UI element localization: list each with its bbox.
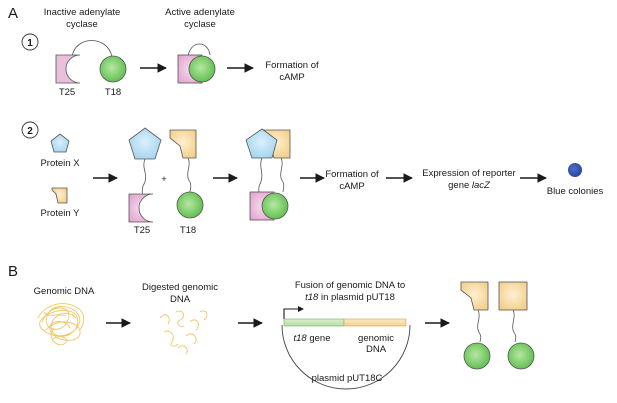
plasmid-pUT18C [281, 306, 411, 390]
genomic-dna-box-label-line2: DNA [366, 344, 387, 355]
step-1-number: 1 [27, 38, 33, 49]
plasmid-label: plasmid pUT18C [312, 373, 383, 384]
protein-x-label: Protein X [40, 158, 80, 169]
step-2-badge: 2 [21, 121, 39, 139]
inactive-adenylate-cyclase [55, 40, 127, 84]
digested-dna-icon [159, 310, 208, 355]
digested-label-line1: Digested genomic [142, 282, 218, 293]
fusion-product-2 [498, 281, 535, 370]
genomic-dna-icon [37, 303, 85, 346]
t18-gene-label: t18 gene [294, 333, 331, 344]
active-label-line1: Active adenylate [165, 7, 235, 18]
digested-label-line2: DNA [170, 294, 191, 305]
inactive-label-line1: Inactive adenylate [44, 7, 121, 18]
active-label-line2: cyclase [184, 19, 216, 30]
protein-x-t25-fusion [128, 127, 162, 223]
genomic-dna-box-label-line1: genomic [358, 333, 394, 344]
step2-result1-line1: Formation of [325, 169, 379, 180]
protein-x-icon [50, 133, 70, 153]
blue-colony-icon [568, 163, 582, 177]
plus-sign: + [161, 174, 167, 185]
step2-result2-line1: Expression of reporter [422, 168, 515, 179]
fusion-label-line1: Fusion of genomic DNA to [295, 280, 405, 291]
fusion-product-1 [460, 281, 491, 370]
inactive-label-line2: cyclase [66, 19, 98, 30]
active-adenylate-cyclase [177, 43, 216, 84]
step-1-badge: 1 [21, 33, 39, 51]
protein-y-t18-fusion [169, 129, 204, 219]
t18-label-1: T18 [105, 87, 121, 98]
step2-result1-line2: cAMP [339, 181, 364, 192]
protein-y-label: Protein Y [41, 208, 81, 219]
t25-domain [55, 54, 81, 84]
panel-b-label: B [8, 263, 18, 280]
interacting-complex [245, 128, 291, 221]
step1-result-line1: Formation of [265, 60, 319, 71]
t25-label-1: T25 [59, 87, 75, 98]
genomic-dna-label: Genomic DNA [34, 286, 95, 297]
step2-result2-line2: gene lacZ [448, 180, 491, 191]
protein-y-icon [51, 187, 68, 204]
t18-gene-box [283, 318, 345, 327]
step1-result-line2: cAMP [279, 72, 304, 83]
t18-label-2: T18 [180, 225, 196, 236]
blue-colonies-label: Blue colonies [547, 186, 604, 197]
step-2-number: 2 [27, 126, 33, 137]
panel-a-label: A [8, 5, 18, 22]
t18-domain [99, 55, 127, 83]
t25-label-2: T25 [134, 225, 150, 236]
genomic-dna-box [343, 318, 407, 327]
fusion-label-line2: t18 in plasmid pUT18 [305, 292, 395, 303]
